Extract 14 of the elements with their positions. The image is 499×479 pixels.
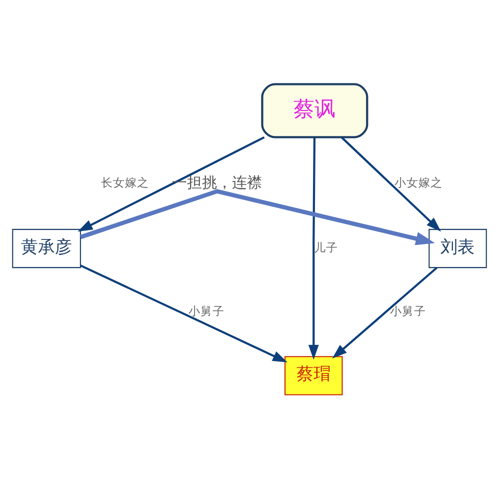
edge-label: 小舅子	[390, 304, 426, 318]
arrow	[78, 136, 265, 232]
edge-label: 小舅子	[188, 304, 225, 318]
edge-label: 长女嫁之	[100, 175, 149, 190]
arrow	[80, 264, 288, 362]
node-box: 蔡讽	[261, 83, 368, 138]
arrow	[80, 189, 435, 246]
node-box: 刘表	[428, 228, 487, 268]
node-box: 蔡瑁	[284, 356, 343, 396]
node-box: 黄承彦	[12, 228, 81, 268]
edge-label: 小女嫁之	[394, 175, 443, 190]
arrow	[308, 137, 319, 360]
arrow	[332, 266, 438, 359]
arrow	[340, 136, 442, 232]
